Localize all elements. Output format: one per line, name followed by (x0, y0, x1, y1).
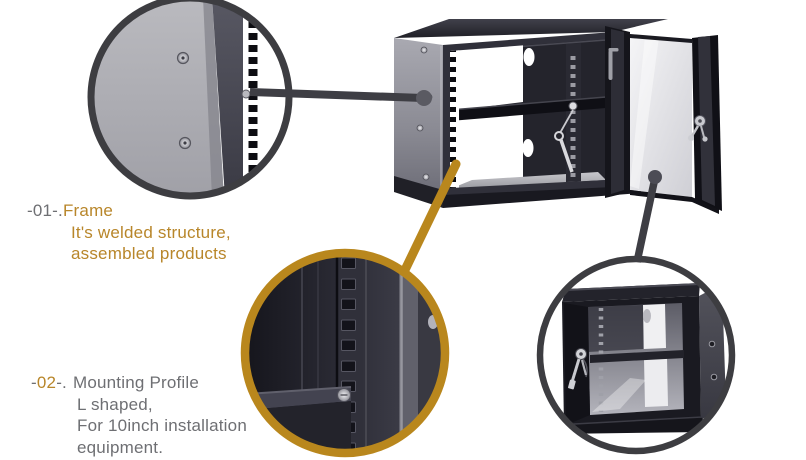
frame-detail-bolt (241, 89, 251, 99)
overview-lock-and-keys (568, 348, 588, 390)
connector-mounting-line (399, 159, 461, 277)
frame-detail-screws (176, 51, 192, 150)
connector-frame-endpoint (416, 90, 432, 106)
glass-reflection (630, 36, 659, 189)
callout-mounting-index: 02 (36, 373, 57, 392)
door-glass-pane (630, 34, 692, 197)
frame-detail-side-panel (94, 1, 224, 193)
mounting-frame-edge (399, 256, 418, 450)
open-glass-door (605, 26, 722, 214)
callout-circle-overview (536, 255, 736, 455)
callout-frame-index: -01-. (27, 201, 63, 220)
callout-mounting-line2: For 10inch installation (77, 416, 247, 435)
connector-frame-line (249, 88, 432, 106)
wall-keyhole-bottom (522, 139, 534, 157)
overview-keyhole (643, 309, 651, 323)
wall-keyhole-top (523, 48, 535, 66)
left-panel-screws (416, 46, 433, 181)
cabinet-base-left (394, 176, 443, 208)
callout-mounting-text: -02-. Mounting Profile L shaped, For 10in… (31, 372, 247, 458)
door-lock-and-keys (688, 115, 708, 142)
overview-shelf (590, 350, 684, 363)
overview-base-lip (553, 416, 706, 434)
cabinet-overview-photo (542, 261, 730, 449)
callout-mounting-line3: equipment. (77, 437, 164, 457)
callout-mounting-title: -02-. Mounting Profile (31, 372, 247, 394)
callout-mounting-dash-open: - (31, 373, 37, 392)
connector-overview-endpoint (648, 170, 662, 184)
callout-mounting-name: Mounting Profile (72, 373, 200, 392)
cabinet-left-panel (394, 38, 443, 193)
cabinet-top-face (394, 19, 668, 38)
callout-frame-line2: assembled products (71, 244, 227, 263)
mounting-profile-photo (248, 256, 442, 450)
overview-back-cutout-bottom (644, 357, 668, 407)
frame-detail-photo (94, 1, 286, 193)
callout-mounting-dash-close: -. (56, 373, 67, 392)
callout-frame-line1: It's welded structure, (71, 222, 231, 242)
connector-overview-line (633, 170, 662, 263)
back-opening-top (451, 42, 523, 111)
callout-mounting-line1: L shaped, (77, 394, 153, 414)
back-opening-bottom (451, 109, 523, 188)
callout-circle-frame (87, 0, 293, 200)
keys-on-wire (554, 109, 574, 173)
shelf-thumbscrew (568, 101, 578, 111)
door-hinge-rod (608, 50, 613, 80)
overview-right-panel (699, 284, 726, 420)
callout-frame-title: -01-.Frame (27, 200, 231, 222)
frame-detail-dark-strip (212, 1, 243, 193)
main-cabinet-photo (394, 19, 722, 214)
mounting-profile-ring (240, 248, 450, 458)
cabinet-shelf (450, 97, 606, 121)
callout-frame-text: -01-.Frame It's welded structure, assemb… (27, 200, 231, 265)
callout-circle-mounting (240, 248, 450, 458)
callout-frame-name: Frame (62, 201, 114, 220)
overview-side-screw-bottom (710, 373, 718, 381)
cabinet-interior (450, 39, 606, 188)
overview-side-screw-top (708, 340, 716, 348)
